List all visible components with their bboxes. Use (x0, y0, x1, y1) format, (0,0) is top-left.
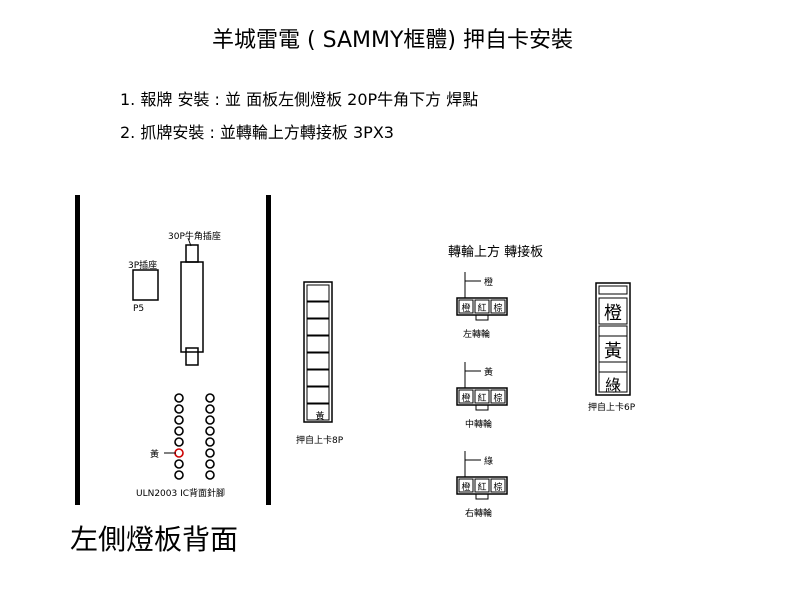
reel-right-caption: 右轉輪 (465, 509, 493, 519)
card-8p-slot (306, 284, 330, 302)
reel-left-wire-label: 橙 (484, 278, 494, 288)
reel-connector-key (475, 493, 489, 500)
card-6p-caption: 押自上卡6P (588, 403, 636, 413)
reel-pin-cell (490, 478, 506, 493)
reel-connector-key (475, 314, 489, 321)
uln-pin (205, 393, 215, 403)
reel-connector-key (475, 404, 489, 411)
uln-pin (205, 404, 215, 414)
adapter-reels (456, 272, 508, 500)
reel-pin-cell (474, 478, 490, 493)
instruction-2: 2. 抓牌安裝 : 並轉輪上方轉接板 3PX3 (120, 123, 394, 142)
reel-connector (456, 362, 508, 411)
left-board-caption: 左側燈板背面 (70, 523, 239, 556)
reel-right-pin-2: 紅 (477, 483, 487, 493)
label-uln2003: ULN2003 IC背面針腳 (136, 489, 226, 499)
uln-pin (174, 393, 184, 403)
reel-left-pin-3: 棕 (493, 304, 503, 314)
page-title: 羊城雷電 ( SAMMY框體) 押自卡安裝 (212, 28, 573, 53)
card-8p-body (303, 281, 333, 423)
reel-pin-cell (490, 299, 506, 314)
card-6p-label-green: 綠 (604, 376, 621, 395)
uln-pin (205, 415, 215, 425)
card-8p-slot (306, 335, 330, 353)
card-6p (595, 282, 631, 396)
reel-pin-cell (474, 299, 490, 314)
uln-pin (174, 437, 184, 447)
uln-pins (174, 393, 215, 480)
uln-pin (205, 448, 215, 458)
reel-left-caption: 左轉輪 (463, 330, 491, 340)
label-p5: P5 (133, 304, 145, 314)
label-3p-socket: 3P插座 (128, 261, 158, 271)
card-8p (303, 281, 333, 423)
uln-pin (174, 415, 184, 425)
reel-middle-pin-2: 紅 (477, 394, 487, 404)
card-8p-slot (306, 369, 330, 387)
socket-30p (180, 244, 204, 366)
card-6p-label-yellow: 黃 (604, 341, 622, 362)
reel-right-pin-1: 橙 (461, 483, 471, 493)
reel-pin-cell (458, 389, 474, 404)
card-8p-slot (306, 386, 330, 404)
reel-middle-caption: 中轉輪 (465, 420, 493, 430)
reel-left-pin-2: 紅 (477, 304, 487, 314)
uln-pin (174, 459, 184, 469)
uln-pin (174, 470, 184, 480)
reel-pin-cell (458, 478, 474, 493)
card-8p-yellow-label: 黃 (315, 412, 325, 422)
uln-pin (205, 470, 215, 480)
adapter-header: 轉輪上方 轉接板 (448, 245, 544, 260)
label-yellow-wire: 黃 (150, 450, 160, 460)
uln-pin (205, 459, 215, 469)
card-8p-slot (306, 352, 330, 370)
uln-pin (174, 404, 184, 414)
reel-pin-cell (490, 389, 506, 404)
card-8p-slot (306, 403, 330, 421)
reel-middle-wire-label: 黃 (484, 368, 494, 378)
label-30p-socket: 30P牛角插座 (168, 232, 221, 242)
reel-pin-cell (458, 299, 474, 314)
instruction-1: 1. 報牌 安裝 : 並 面板左側燈板 20P牛角下方 焊點 (120, 90, 479, 109)
card-8p-slot (306, 301, 330, 319)
right-rail (266, 195, 271, 505)
socket-3p (132, 269, 159, 301)
card-6p-label-orange: 橙 (604, 303, 622, 324)
uln-pin (174, 426, 184, 436)
uln-pin (174, 448, 184, 458)
reel-connector (456, 272, 508, 321)
uln-pin (205, 426, 215, 436)
uln-pin (205, 437, 215, 447)
card-8p-slot (306, 318, 330, 336)
reel-right-pin-3: 棕 (493, 483, 503, 493)
reel-middle-pin-1: 橙 (461, 394, 471, 404)
card-8p-caption: 押自上卡8P (296, 436, 344, 446)
reel-connector (456, 451, 508, 500)
reel-right-wire-label: 綠 (484, 457, 494, 467)
reel-middle-pin-3: 棕 (493, 394, 503, 404)
left-rail (75, 195, 80, 505)
reel-pin-cell (474, 389, 490, 404)
reel-left-pin-1: 橙 (461, 304, 471, 314)
